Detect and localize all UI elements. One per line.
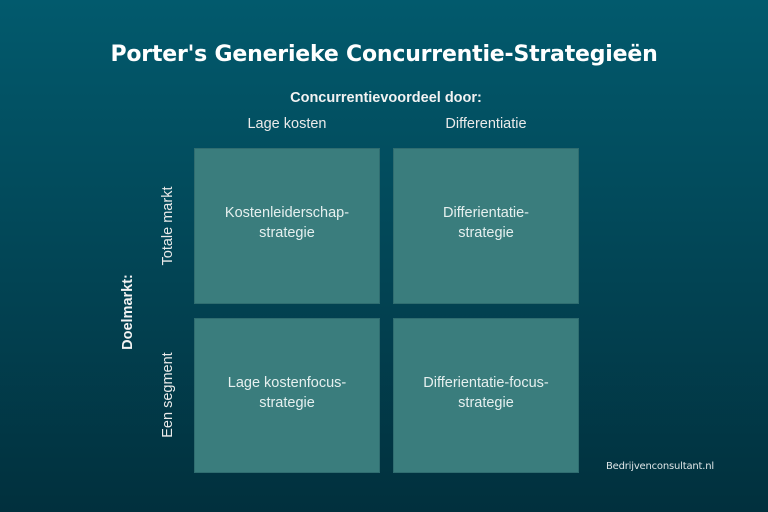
cell-cost-leadership: Kostenleiderschap- strategie [194,148,380,304]
cell-text: Kostenleiderschap- strategie [224,205,350,241]
cell-text: Differientatie- strategie [443,205,529,241]
cell-text: Lage kostenfocus- strategie [227,374,347,411]
target-market-axis-label: Doelmarkt: [120,274,136,350]
watermark: Bedrijvenconsultant.nl [606,461,714,472]
cell-differentiation-focus: Differientatie-focus- strategie [393,318,579,473]
column-label-low-cost: Lage kosten [247,116,327,132]
cell-differentiation: Differientatie- strategie [393,148,579,304]
competitive-advantage-axis-label: Concurrentievoordeel door: [290,90,482,106]
cell-text: Differientatie-focus- strategie [423,374,549,411]
row-label-total-market: Totale markt [160,186,176,266]
column-label-differentiation: Differentiatie [445,116,527,132]
diagram-title: Porter's Generieke Concurrentie-Strategi… [110,42,658,67]
row-label-one-segment: Een segment [160,352,176,438]
cell-cost-focus: Lage kostenfocus- strategie [194,318,380,473]
